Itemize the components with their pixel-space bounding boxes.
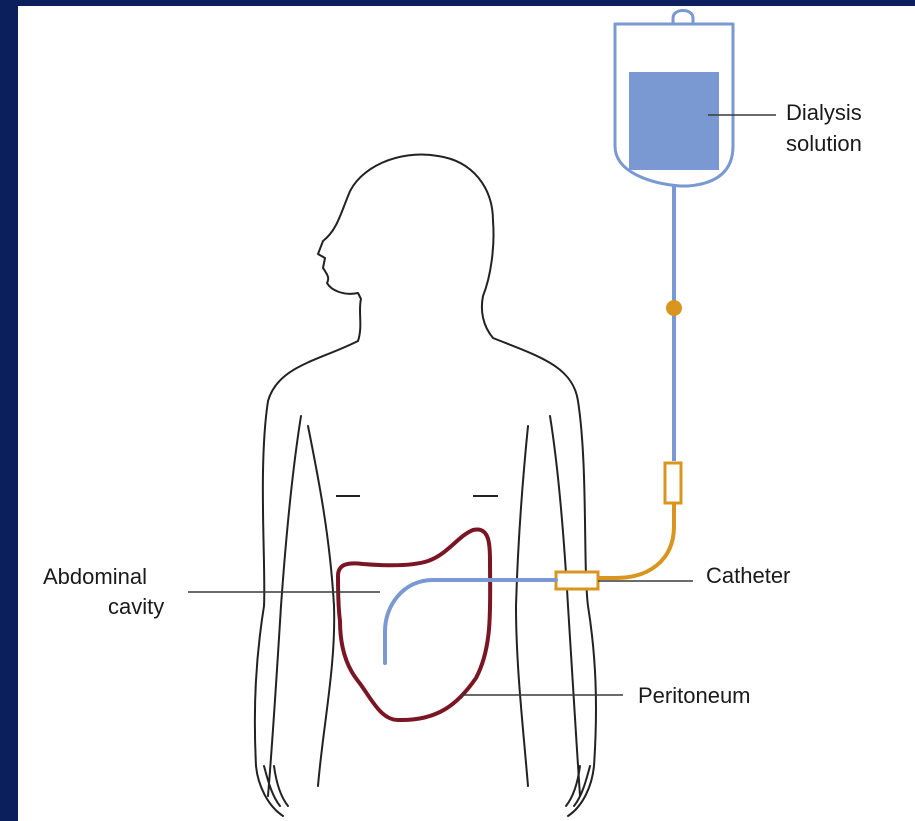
catheter-line xyxy=(598,503,674,578)
label-abdominal-line1: Abdominal xyxy=(43,564,147,589)
torso-left-line xyxy=(308,426,334,786)
label-peritoneum: Peritoneum xyxy=(638,683,751,708)
catheter-internal xyxy=(385,580,556,663)
label-dialysis-line1: Dialysis xyxy=(786,100,862,125)
catheter-cuff xyxy=(556,572,598,589)
right-arm-inner-line xyxy=(550,416,580,796)
dialysis-bag xyxy=(615,11,733,187)
label-abdominal-line2: cavity xyxy=(108,594,164,619)
peritoneum-outline xyxy=(338,529,490,720)
dialysis-solution-fill xyxy=(629,72,719,170)
left-arm-inner-line xyxy=(268,416,301,796)
tube-clamp xyxy=(666,300,682,316)
tube-connector xyxy=(665,463,681,503)
peritoneal-dialysis-diagram: Dialysis solution Catheter Abdominal cav… xyxy=(18,6,915,821)
label-dialysis-line2: solution xyxy=(786,131,862,156)
label-catheter: Catheter xyxy=(706,563,790,588)
diagram-frame: Dialysis solution Catheter Abdominal cav… xyxy=(18,6,915,821)
torso-right-line xyxy=(516,426,528,786)
